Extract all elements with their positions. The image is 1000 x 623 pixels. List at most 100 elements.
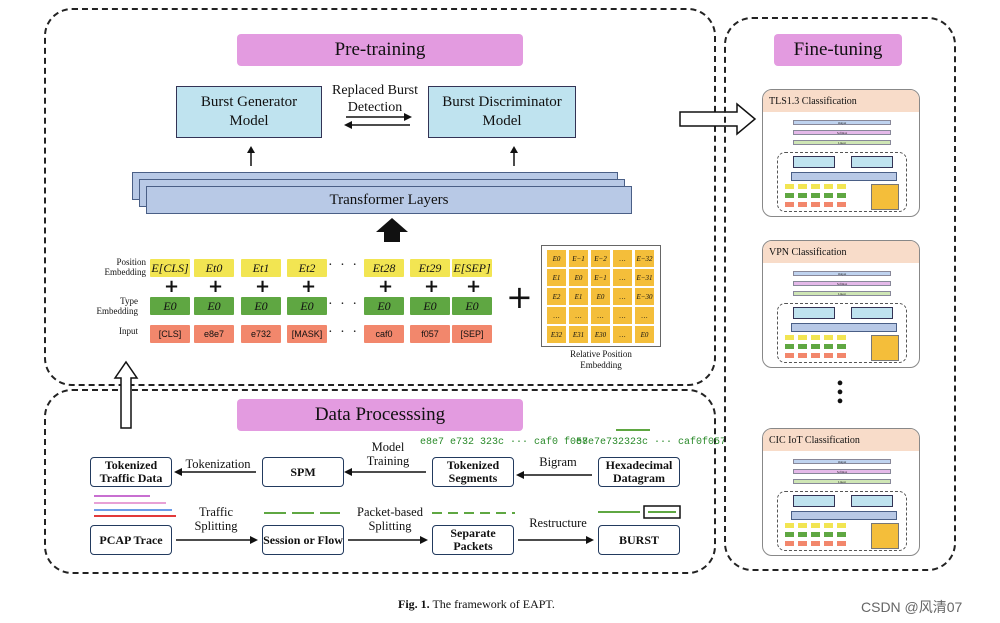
- mini-token: [798, 335, 807, 340]
- relative-position-cell: …: [591, 307, 610, 324]
- big-plus-icon: +: [506, 278, 533, 316]
- plus-icon: +: [301, 276, 317, 297]
- input-token: e8e7: [194, 325, 234, 343]
- data-processing-title: Data Processsing: [237, 399, 523, 431]
- relative-position-cell: E−32: [635, 250, 654, 267]
- pcap-node: PCAP Trace: [90, 525, 172, 555]
- mini-token: [798, 532, 807, 537]
- relative-position-cell: E0: [635, 326, 654, 343]
- tokenized-segments-node: Tokenized Segments: [432, 457, 514, 487]
- relative-position-cell: …: [613, 269, 632, 286]
- mini-token: [811, 353, 820, 358]
- finetune-task-title: VPN Classification: [763, 241, 919, 263]
- mini-token: [798, 353, 807, 358]
- mini-token: [811, 335, 820, 340]
- mini-layer-bar: Softmax: [793, 469, 891, 474]
- mini-token: [824, 344, 833, 349]
- mini-pretraining-frame: [777, 303, 907, 363]
- position-token: Et1: [241, 259, 281, 277]
- finetune-task-title: CIC IoT Classification: [763, 429, 919, 451]
- type-ellipsis: · · ·: [328, 297, 359, 312]
- mini-layer-bar: Linear: [793, 140, 891, 145]
- pretraining-region: [44, 8, 716, 386]
- mini-token: [824, 353, 833, 358]
- burst-node: BURST: [598, 525, 680, 555]
- plus-icon: +: [164, 276, 180, 297]
- hex-datagram-node: Hexadecimal Datagram: [598, 457, 680, 487]
- input-token: [SEP]: [452, 325, 492, 343]
- mini-token: [785, 193, 794, 198]
- finetuning-title: Fine-tuning: [774, 34, 902, 66]
- mini-token: [837, 523, 846, 528]
- type-token: E0: [194, 297, 234, 315]
- position-token: E[SEP]: [452, 259, 492, 277]
- mini-token: [785, 202, 794, 207]
- figure-caption-label: Fig. 1.: [398, 597, 430, 611]
- mini-layer-bar: Linear: [793, 479, 891, 484]
- input-token: caf0: [364, 325, 404, 343]
- mini-generator-box: [793, 156, 835, 168]
- mini-discriminator-box: [851, 495, 893, 507]
- session-flow-node: Session or Flow: [262, 525, 344, 555]
- plus-icon: +: [424, 276, 440, 297]
- input-label: Input: [119, 326, 138, 336]
- restructure-label: Restructure: [529, 516, 587, 530]
- relative-position-cell: E0: [547, 250, 566, 267]
- mini-token: [785, 532, 794, 537]
- position-token: Et2: [287, 259, 327, 277]
- mini-token: [798, 344, 807, 349]
- mini-token: [824, 532, 833, 537]
- traffic-splitting-label: Traffic Splitting: [194, 505, 238, 533]
- mini-layer-bar: Output: [793, 120, 891, 125]
- mini-token: [811, 184, 820, 189]
- bigram-label: Bigram: [539, 455, 577, 469]
- relative-position-cell: …: [613, 288, 632, 305]
- type-token: E0: [452, 297, 492, 315]
- transformer-layers-label: Transformer Layers: [329, 191, 449, 208]
- mini-relative-matrix: [871, 335, 899, 361]
- mini-discriminator-box: [851, 156, 893, 168]
- relative-position-cell: …: [635, 307, 654, 324]
- relative-position-cell: E30: [591, 326, 610, 343]
- position-embedding-label: Position Embedding: [104, 257, 147, 277]
- mini-token: [798, 523, 807, 528]
- hex-tokens-text: e8e7 e732 323c ··· caf0 f057: [420, 437, 589, 448]
- mini-token: [837, 193, 846, 198]
- position-token: Et29: [410, 259, 450, 277]
- position-ellipsis: · · ·: [328, 258, 359, 273]
- replaced-burst-detection-label: Replaced Burst Detection: [332, 83, 418, 115]
- mini-generator-box: [793, 495, 835, 507]
- mini-token: [837, 335, 846, 340]
- pretraining-title: Pre-training: [237, 34, 523, 66]
- mini-token: [811, 202, 820, 207]
- mini-token: [824, 193, 833, 198]
- mini-token: [837, 202, 846, 207]
- relative-position-cell: E−31: [635, 269, 654, 286]
- mini-token: [785, 353, 794, 358]
- plus-icon: +: [378, 276, 394, 297]
- mini-layer-bar: Linear: [793, 291, 891, 296]
- relative-position-cell: E0: [591, 288, 610, 305]
- input-token: [MASK]: [287, 325, 327, 343]
- transformer-layer-front: Transformer Layers: [146, 186, 632, 214]
- packet-splitting-label: Packet-based Splitting: [357, 505, 423, 533]
- mini-token: [785, 344, 794, 349]
- mini-token: [824, 202, 833, 207]
- csdn-watermark: CSDN @风清07: [861, 599, 963, 615]
- mini-pretraining-frame: [777, 152, 907, 212]
- mini-layer-bar: Output: [793, 459, 891, 464]
- type-token: E0: [364, 297, 404, 315]
- mini-token: [785, 523, 794, 528]
- mini-token: [837, 184, 846, 189]
- relative-position-cell: E−30: [635, 288, 654, 305]
- tokenized-traffic-node: Tokenized Traffic Data: [90, 457, 172, 487]
- mini-token: [785, 184, 794, 189]
- relative-position-cell: E31: [569, 326, 588, 343]
- mini-transformer-bar: [791, 511, 897, 520]
- relative-position-cell: …: [613, 250, 632, 267]
